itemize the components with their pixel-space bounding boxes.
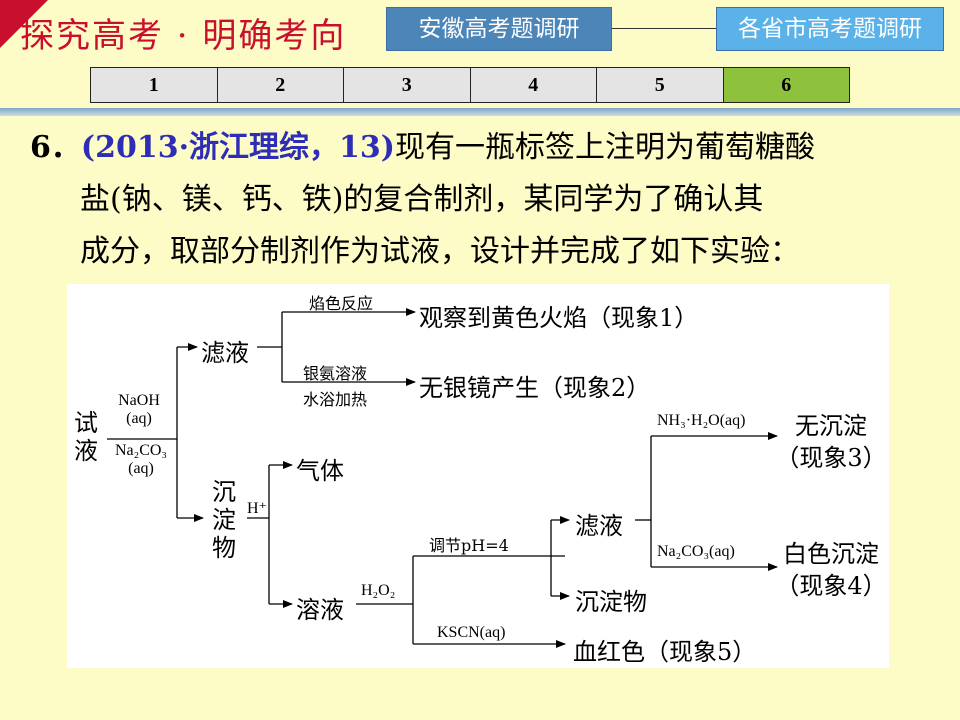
na2co3-aq-label: (aq) [128,460,154,477]
naoh-label: NaOH [118,392,160,409]
h2o2-label: H₂O₂ [361,582,396,599]
question-source: (2013·浙江理综，13) [80,130,395,165]
solution-label: 溶液 [296,596,344,624]
corner-decoration [0,0,48,48]
tab-3[interactable]: 3 [344,68,471,102]
result-4: 白色沉淀 （现象4） [773,538,889,602]
water-bath-label: 水浴加热 [303,390,368,409]
filtrate-1-label: 滤液 [201,339,249,367]
na2co3-aq-reagent-label: Na₂CO₃(aq) [657,543,735,560]
question-body-1: 现有一瓶标签上注明为葡萄糖酸 [394,130,815,165]
header-connector-line [612,28,716,29]
flame-test-label: 焰色反应 [309,294,374,313]
filtrate-2-label: 滤液 [575,512,623,540]
question-text: 6．(2013·浙江理综，13)现有一瓶标签上注明为葡萄糖酸 盐(钠、镁、钙、铁… [30,122,940,278]
na2co3-reagent: Na₂CO₃ (aq) [105,442,177,478]
result-1-label: 观察到黄色火焰（现象1） [419,304,699,332]
result-3-line-1: 无沉淀 [795,412,867,440]
question-line-1: 6．(2013·浙江理综，13)现有一瓶标签上注明为葡萄糖酸 [30,122,940,174]
kscn-label: KSCN(aq) [437,624,506,641]
tab-1[interactable]: 1 [91,68,218,102]
result-3-line-2: （现象3） [775,444,887,472]
divider-bar [0,108,960,116]
adjust-ph-label: 调节pH=4 [429,536,509,555]
anhui-exam-button[interactable]: 安徽高考题调研 [386,7,612,51]
result-5-label: 血红色（现象5） [573,638,757,666]
naoh-aq-label: (aq) [126,410,152,427]
result-4-line-2: （现象4） [775,572,887,600]
page-title: 探究高考 · 明确考向 [20,16,347,56]
na2co3-label: Na₂CO₃ [114,442,168,459]
result-2-label: 无银镜产生（现象2） [419,374,651,402]
question-number: 6． [30,130,81,165]
silver-ammonia-label: 银氨溶液 [303,364,368,383]
provinces-exam-button[interactable]: 各省市高考题调研 [716,7,944,51]
naoh-reagent: NaOH (aq) [109,392,169,428]
tab-2[interactable]: 2 [217,68,344,102]
tab-5[interactable]: 5 [597,68,724,102]
question-tabs: 1 2 3 4 5 6 [90,67,850,103]
question-line-2: 盐(钠、镁、钙、铁)的复合制剂，某同学为了确认其 [80,182,764,217]
precipitate-2-label: 沉淀物 [575,588,647,616]
experiment-flowchart: 试液 NaOH (aq) Na₂CO₃ (aq) 滤液 焰色反应 观察到黄色火焰… [67,284,889,668]
result-3: 无沉淀 （现象3） [773,410,889,474]
tab-4[interactable]: 4 [470,68,597,102]
h-plus-label: H⁺ [247,500,267,517]
tab-6[interactable]: 6 [723,68,849,102]
precipitate-1-label: 沉淀物 [212,478,236,562]
header: 探究高考 · 明确考向 安徽高考题调研 各省市高考题调研 [0,0,960,60]
nh3-reagent-label: NH₃·H₂O(aq) [657,412,746,429]
gas-label: 气体 [296,457,344,485]
flowchart-lines [107,308,778,648]
result-4-line-1: 白色沉淀 [783,540,879,568]
question-line-3: 成分，取部分制剂作为试液，设计并完成了如下实验： [80,234,800,269]
test-solution-label: 试液 [74,409,98,465]
